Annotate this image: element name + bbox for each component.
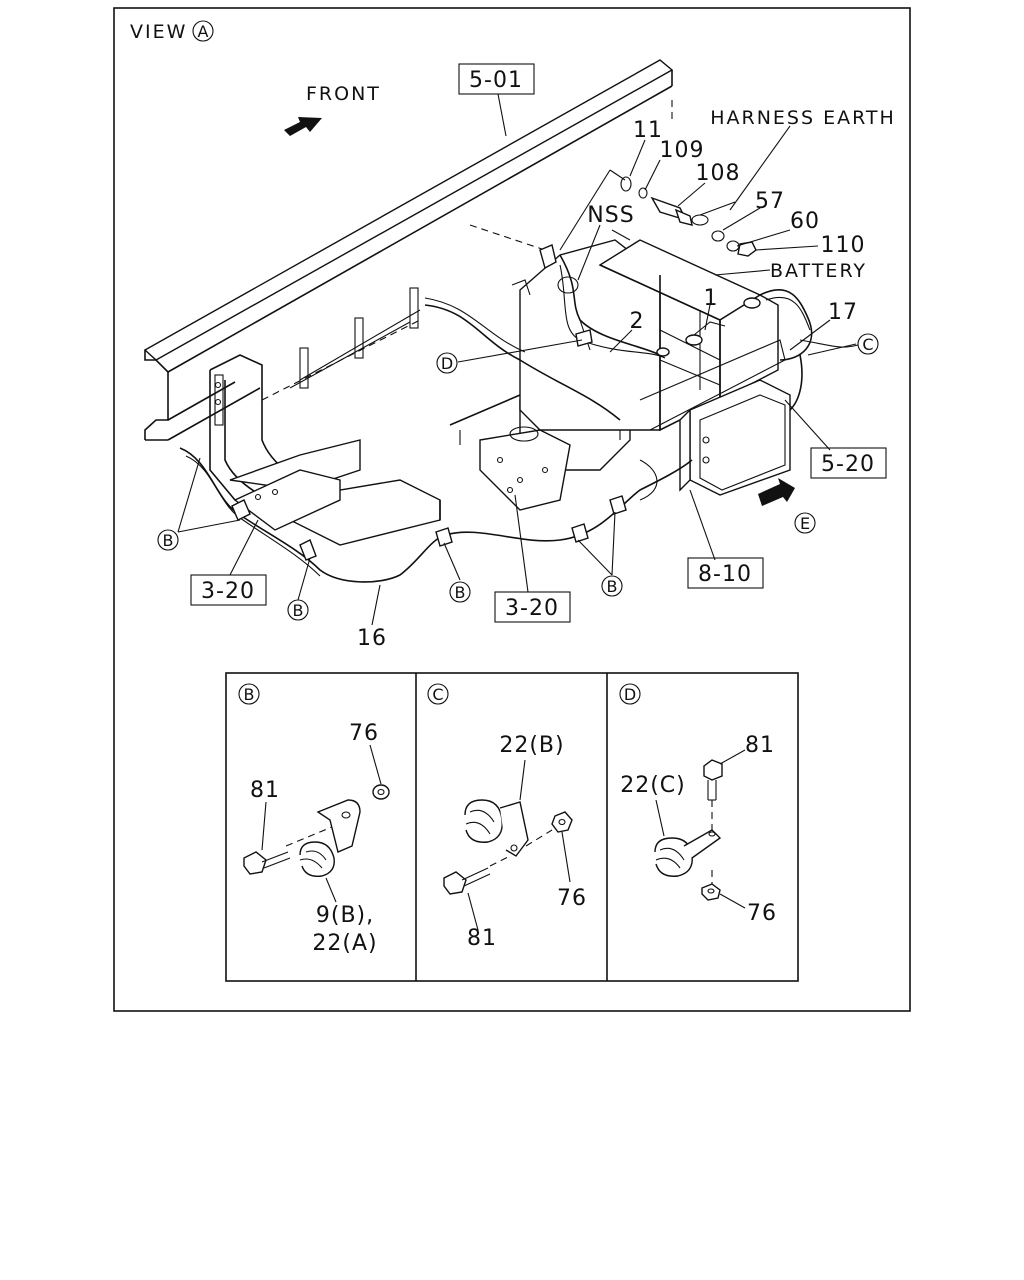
detail-d-label-81: 81 [745, 733, 775, 758]
detail-d-marker-circle [619, 683, 641, 705]
callout-b-circle-4 [601, 575, 623, 597]
part-60-label: 60 [790, 209, 820, 234]
view-label: VIEW [130, 21, 187, 43]
callout-b-circle-3 [449, 581, 471, 603]
detail-b-marker-circle [238, 683, 260, 705]
part-2-label: 2 [630, 309, 645, 334]
callout-e-circle [794, 512, 816, 534]
view-e-arrow-icon [758, 478, 795, 506]
part-57-label: 57 [755, 189, 785, 214]
detail-b-marker: B [244, 685, 255, 704]
diagram-border [113, 7, 911, 1012]
detail-d: D 81 22(C) 76 [619, 683, 777, 926]
detail-b-label-9b: 9(B), [316, 903, 374, 928]
detail-c-label-22b: 22(B) [499, 733, 564, 758]
part-1-label: 1 [704, 286, 719, 311]
view-marker-circle [192, 20, 214, 42]
ref-frame-label: 5-01 [469, 68, 523, 93]
detail-c-marker: C [432, 685, 443, 704]
harness-earth-label: HARNESS EARTH [710, 107, 896, 129]
detail-c: C 22(B) 76 81 [427, 683, 587, 951]
frame-rail [143, 59, 674, 441]
detail-d-marker: D [624, 685, 636, 704]
leader-lines [177, 125, 857, 601]
callout-c: C [862, 335, 873, 354]
front-label: FRONT [306, 83, 381, 105]
callout-c-circle [857, 333, 879, 355]
part-11-label: 11 [633, 118, 663, 143]
callout-b-circle-2 [287, 599, 309, 621]
detail-c-marker-circle [427, 683, 449, 705]
bracket-left [229, 469, 341, 576]
callout-b-2: B [293, 601, 304, 620]
ref-box-connector [687, 557, 764, 589]
ref-connector-label: 8-10 [698, 562, 752, 587]
front-arrow-icon [284, 117, 322, 136]
part-110-label: 110 [821, 233, 866, 258]
part-109-label: 109 [660, 138, 705, 163]
part-108-label: 108 [696, 161, 741, 186]
detail-d-label-22c: 22(C) [620, 773, 686, 798]
ref-bracket-left-label: 3-20 [201, 579, 255, 604]
detail-b-label-22a: 22(A) [312, 931, 377, 956]
ref-ecu-label: 5-20 [821, 452, 875, 477]
nss-label: NSS [587, 203, 634, 228]
detail-c-label-81: 81 [467, 926, 497, 951]
ref-box-bracket-center [494, 591, 571, 623]
ref-bracket-center-label: 3-20 [505, 596, 559, 621]
callout-b-4: B [607, 577, 618, 596]
nss-and-earth [469, 169, 757, 351]
battery-label: BATTERY [770, 260, 867, 282]
part-16-label: 16 [357, 626, 387, 651]
part-17-label: 17 [828, 300, 858, 325]
callout-d-circle [436, 352, 458, 374]
connector-leader [689, 489, 716, 561]
detail-b: B 76 81 9(B), 22(A) [238, 683, 390, 956]
callout-d: D [441, 354, 453, 373]
detail-c-label-76: 76 [557, 886, 587, 911]
callout-e: E [800, 514, 810, 533]
ecu-box [679, 379, 831, 496]
ref-box-ecu [810, 447, 887, 479]
ref-box-frame [458, 63, 535, 95]
detail-panels [225, 672, 799, 982]
ref-box-bracket-left [190, 574, 267, 606]
detail-b-label-76: 76 [349, 721, 379, 746]
callout-b-1: B [163, 531, 174, 550]
view-marker: A [198, 22, 209, 41]
harness-16 [179, 447, 693, 626]
callout-b-circle-1 [157, 529, 179, 551]
detail-d-label-76: 76 [747, 901, 777, 926]
callout-b-3: B [455, 583, 466, 602]
detail-b-label-81: 81 [250, 778, 280, 803]
